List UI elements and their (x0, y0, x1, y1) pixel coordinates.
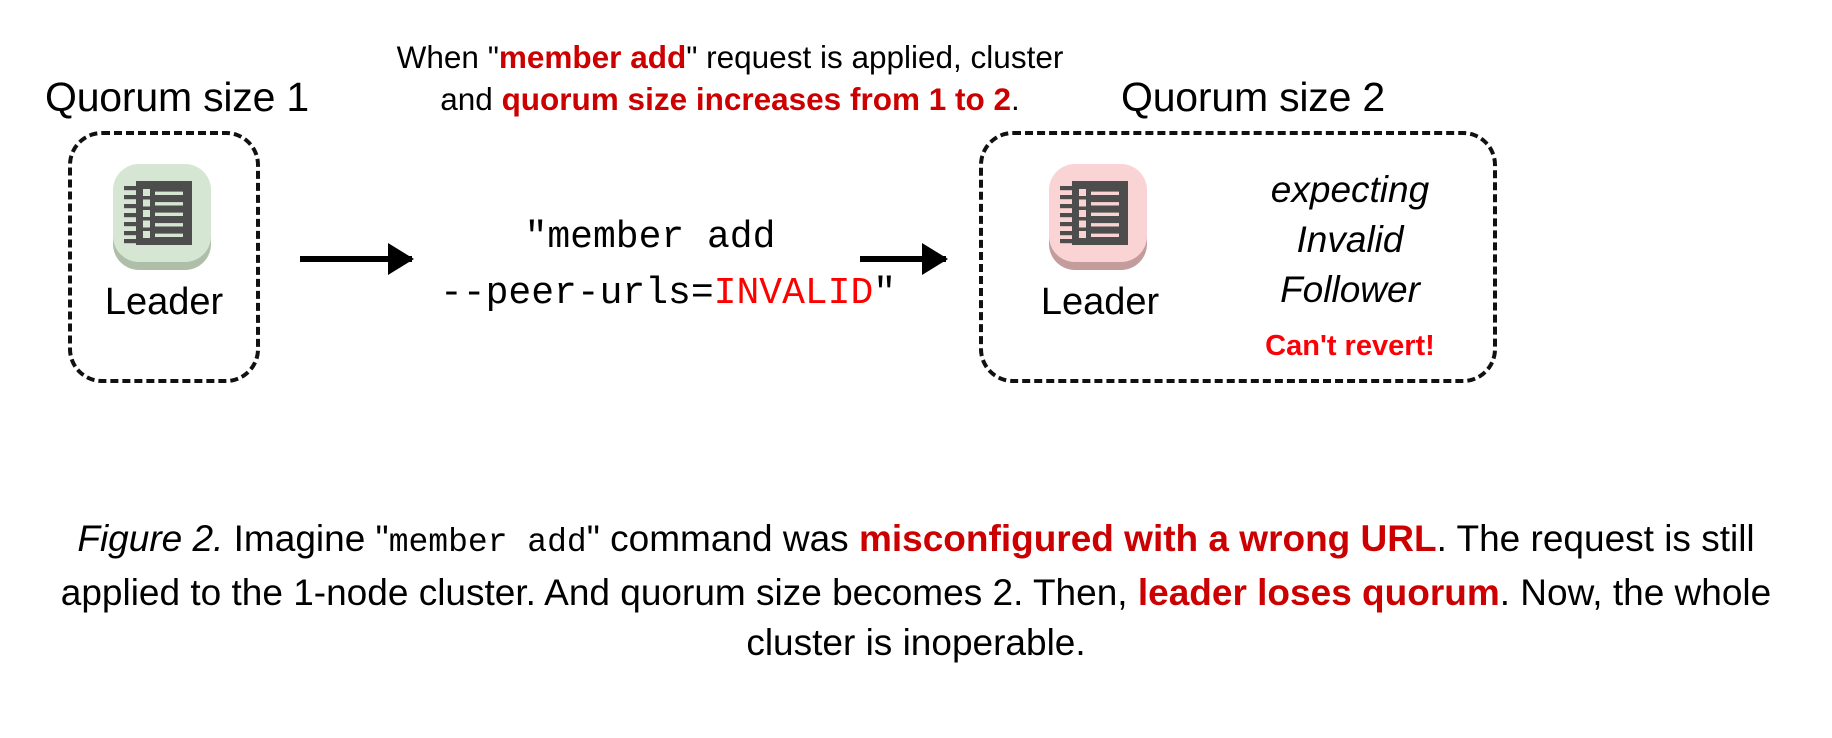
caption-highlight-1: misconfigured with a wrong URL (858, 518, 1437, 559)
cant-revert-warning: Can't revert! (1265, 330, 1435, 362)
top-annotation-text-3: . (1010, 81, 1020, 117)
command-text: "member add --peer-urls=INVALID" (440, 210, 896, 322)
node-left: Leader (78, 158, 250, 324)
expecting-line-3: Follower (1280, 269, 1420, 310)
caption-command-mono: member add (388, 524, 587, 561)
node-label-left: Leader (104, 281, 224, 323)
command-line-2: --peer-urls=INVALID" (440, 266, 896, 322)
top-annotation-highlight-1: member add (498, 39, 687, 75)
command-flag: --peer-urls= (440, 272, 714, 315)
caption-seg-2: " command was (586, 518, 859, 559)
quorum-size-label-left: Quorum size 1 (45, 74, 310, 120)
caption-seg-1: Imagine " (223, 518, 389, 559)
command-invalid-value: INVALID (713, 272, 874, 315)
top-annotation-text-1: When " (396, 39, 499, 75)
cluster-box-right (979, 131, 1497, 383)
top-annotation: When "member add" request is applied, cl… (380, 36, 1080, 120)
figure-number: Figure 2. (77, 518, 224, 559)
arrow-right-icon-1 (300, 256, 412, 262)
caption-seg-4: . Now, the whole cluster is inoperable. (746, 572, 1772, 663)
expecting-line-2: Invalid (1296, 219, 1404, 260)
quorum-size-label-right: Quorum size 2 (1121, 74, 1386, 120)
arrow-right-icon-2 (860, 256, 946, 262)
caption-seg-3: . The request is still applied to the 1-… (60, 518, 1755, 613)
node-label-right: Leader (1040, 281, 1160, 323)
ledger-notebook-icon-right (1043, 158, 1157, 276)
top-annotation-highlight-2: quorum size increases from 1 to 2 (501, 81, 1011, 117)
caption-highlight-2: leader loses quorum (1137, 572, 1500, 613)
ledger-notebook-icon-left (107, 158, 221, 276)
command-closing-quote: " (873, 272, 897, 315)
node-right: Leader (1014, 158, 1186, 324)
expecting-follower-note: expecting Invalid Follower (1215, 165, 1485, 315)
command-line-1: "member add (524, 216, 776, 259)
expecting-line-1: expecting (1270, 169, 1430, 210)
figure-caption: Figure 2. Imagine "member add" command w… (40, 514, 1792, 668)
cluster-box-left (68, 131, 260, 383)
top-annotation-text-2: " request is applied, cluster and (440, 39, 1064, 117)
